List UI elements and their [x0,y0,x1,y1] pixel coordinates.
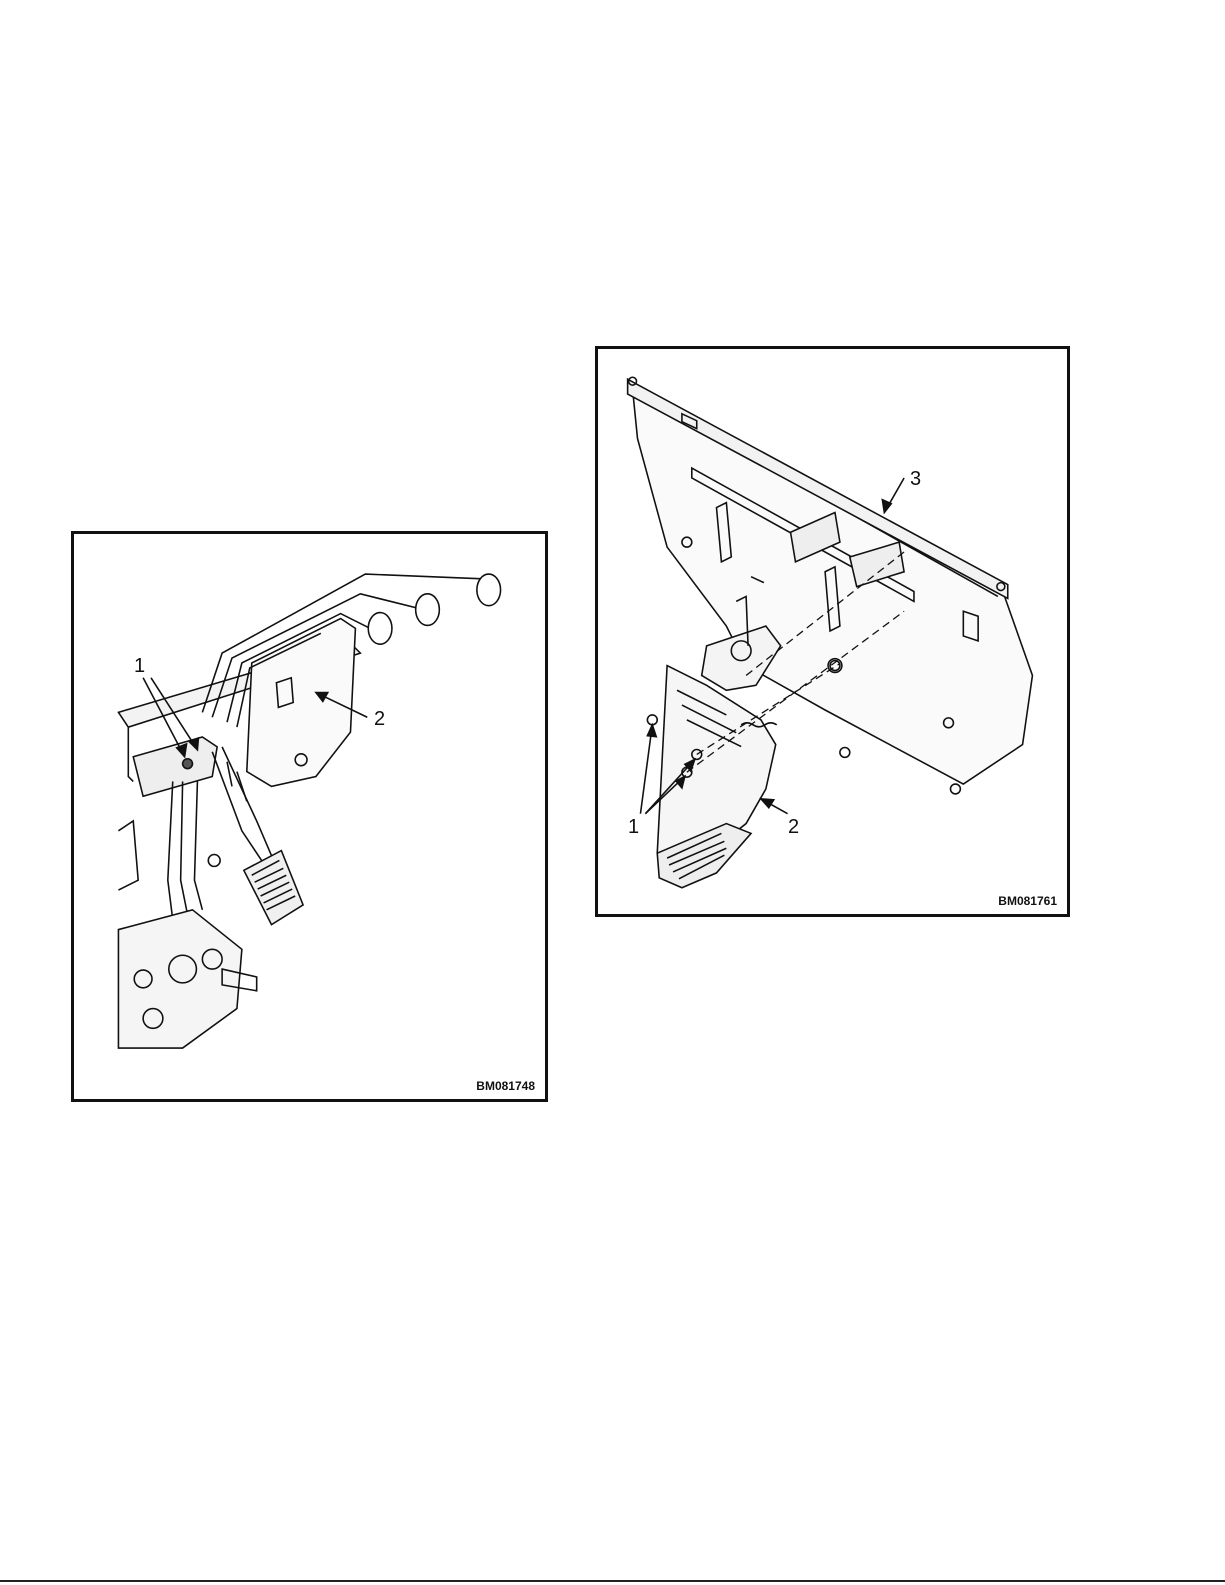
callout-1: 1 [134,656,145,676]
callout-3: 3 [910,469,921,489]
callout-1: 1 [628,817,639,837]
page-bottom-rule [0,1580,1225,1582]
callout-2: 2 [374,709,385,729]
callout-2: 2 [788,817,799,837]
figure-left-control-levers-pedal: 1 2 BM081748 [71,531,548,1102]
figure-code: BM081748 [476,1079,535,1093]
figure-right-pedal-mounting: 3 1 2 BM081761 [595,346,1070,917]
illustration-pedal-mounting [598,349,1067,914]
illustration-control-levers [74,534,545,1099]
figure-code: BM081761 [998,894,1057,908]
